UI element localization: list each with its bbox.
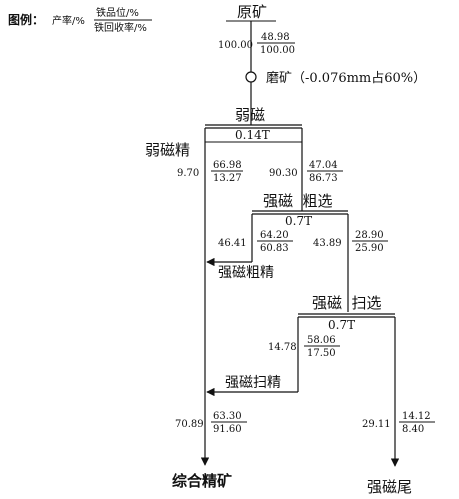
final-conc-yield: 70.89 <box>175 419 204 430</box>
weak-tail-recovery: 86.73 <box>309 173 338 184</box>
legend-yield-label: 产率/% <box>52 14 85 27</box>
weak-conc-data: 9.70 66.98 13.27 <box>177 160 243 184</box>
weak-separation: 弱磁 0.14T <box>204 106 303 143</box>
rough-conc-yield: 46.41 <box>218 238 247 249</box>
rough-conc-data: 46.41 64.20 60.83 <box>218 230 293 254</box>
final-tail-yield: 29.11 <box>362 419 391 430</box>
rough-conc-grade: 64.20 <box>260 230 289 241</box>
weak-conc-grade: 66.98 <box>213 160 242 171</box>
feed-yield: 100.00 <box>218 40 253 51</box>
grinding-label: 磨矿（-0.076mm占60%） <box>266 71 426 86</box>
final-tail-grade: 14.12 <box>402 411 431 422</box>
final-tail-data: 29.11 14.12 8.40 <box>362 411 435 435</box>
rough-tail-data: 43.89 28.90 25.90 <box>313 230 388 254</box>
scav-conc-label: 强磁扫精 <box>225 375 281 391</box>
scav-conc-grade: 58.06 <box>307 335 336 346</box>
scav-conc-recovery: 17.50 <box>307 348 336 359</box>
weak-conc-recovery: 13.27 <box>213 173 242 184</box>
rough-conc-label: 强磁粗精 <box>218 265 274 281</box>
rough-conc-recovery: 60.83 <box>260 243 289 254</box>
scav-sep-label: 强磁 扫选 <box>312 294 382 312</box>
grinding-node: 磨矿（-0.076mm占60%） <box>245 71 426 125</box>
weak-tail-data: 90.30 47.04 86.73 <box>269 160 343 184</box>
feed-grade: 48.98 <box>261 32 290 43</box>
scav-conc-data: 14.78 58.06 17.50 <box>268 335 340 359</box>
legend-recovery-label: 铁回收率/% <box>94 21 147 34</box>
final-tail-recovery: 8.40 <box>402 424 424 435</box>
weak-conc-label: 弱磁精 <box>145 141 190 159</box>
final-tail-label: 强磁尾 <box>367 478 412 496</box>
weak-sep-field: 0.14T <box>235 128 270 142</box>
feed-label: 原矿 <box>237 3 267 21</box>
final-conc-data: 70.89 63.30 91.60 <box>175 411 247 435</box>
legend-grade-label: 铁品位/% <box>96 6 139 19</box>
scav-conc-yield: 14.78 <box>268 342 297 353</box>
rough-tail-yield: 43.89 <box>313 238 342 249</box>
legend: 图例： 产率/% 铁品位/% 铁回收率/% <box>8 6 152 34</box>
feed-node: 原矿 100.00 48.98 100.00 <box>218 3 295 72</box>
final-conc-label: 综合精矿 <box>172 472 232 490</box>
rough-tail-recovery: 25.90 <box>355 243 384 254</box>
grinding-symbol <box>245 71 257 83</box>
rough-separation: 强磁 粗选 0.7T <box>251 192 349 312</box>
rough-sep-label: 强磁 粗选 <box>263 192 333 210</box>
weak-tail-yield: 90.30 <box>269 168 298 179</box>
scav-separation: 强磁 扫选 0.7T <box>297 294 400 467</box>
weak-conc-yield: 9.70 <box>177 168 199 179</box>
rough-sep-field: 0.7T <box>285 214 312 228</box>
legend-prefix: 图例： <box>8 12 44 27</box>
weak-tail-grade: 47.04 <box>309 160 338 171</box>
rough-tail-grade: 28.90 <box>355 230 384 241</box>
final-conc-grade: 63.30 <box>213 411 242 422</box>
weak-sep-label: 弱磁 <box>235 106 265 124</box>
feed-recovery: 100.00 <box>260 45 295 56</box>
final-conc-recovery: 91.60 <box>213 424 242 435</box>
scav-sep-field: 0.7T <box>328 318 355 332</box>
